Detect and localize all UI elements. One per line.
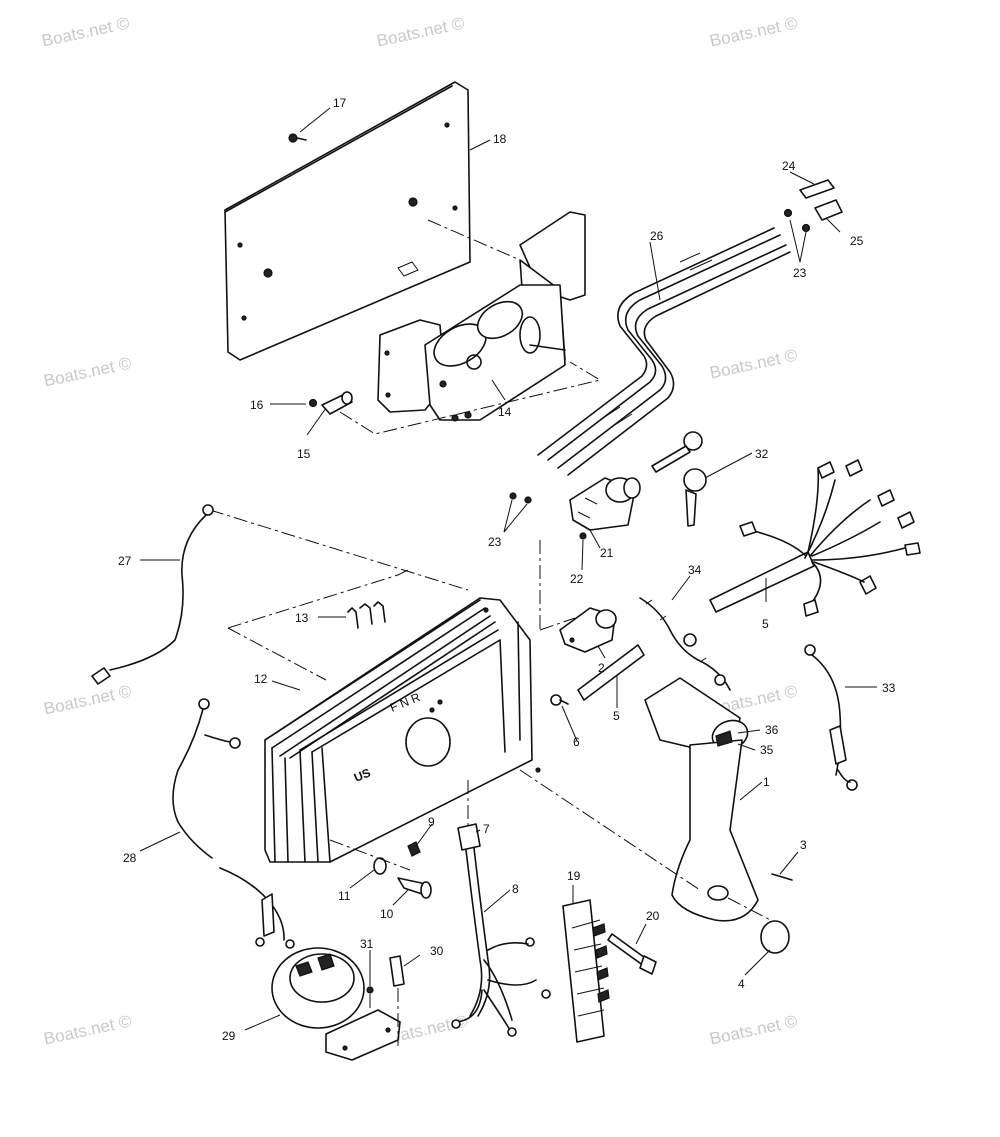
grommet-7 [457,823,481,851]
callout-36: 36 [765,723,779,737]
callout-9: 9 [428,815,435,829]
callout-29: 29 [222,1029,236,1043]
callout-28: 28 [123,851,137,865]
callout-30: 30 [430,944,444,958]
callout-22: 22 [570,572,584,586]
callout-4: 4 [738,977,745,991]
wire-harness [709,459,921,617]
callout-3: 3 [800,838,807,852]
clips-23-top [783,208,811,233]
callout-12: 12 [254,672,268,686]
terminal-block-19 [562,899,610,1043]
callout-33: 33 [882,681,896,695]
callout-13: 13 [295,611,309,625]
cable-end-24 [799,179,835,199]
callout-24: 24 [782,159,796,173]
neutral-safety-switch [559,607,617,653]
screw-20 [607,933,657,975]
callout-15: 15 [297,447,311,461]
horn-29 [271,947,401,1061]
cap-4 [760,920,790,954]
callout-31: 31 [360,937,374,951]
wire-33 [804,644,858,791]
callout-25: 25 [850,234,864,248]
callout-7: 7 [483,822,490,836]
control-mechanism [377,211,586,422]
callout-1: 1 [763,775,770,789]
spacer-15 [321,391,353,415]
lanyard-chain [639,597,731,691]
callout-labels: 17 18 24 25 26 23 16 15 14 32 23 21 22 2… [118,96,896,1043]
callout-19: 19 [567,869,581,883]
callout-26: 26 [650,229,664,243]
callout-16: 16 [250,398,264,412]
callout-32: 32 [755,447,769,461]
callout-23-top: 23 [793,266,807,280]
wire-27 [91,504,214,685]
ignition-switch [569,477,641,540]
callout-6: 6 [573,735,580,749]
screw-17 [288,133,307,143]
remote-control-housing: US F N R [264,597,541,863]
keys [651,431,707,527]
callout-10: 10 [380,907,394,921]
callout-21: 21 [600,546,614,560]
callout-18: 18 [493,132,507,146]
callout-11: 11 [338,889,351,903]
control-handle [644,677,759,922]
screw-9 [407,841,421,857]
bolt-10 [397,877,432,899]
callout-27: 27 [118,554,132,568]
callout-8: 8 [512,882,519,896]
shift-cables [537,227,791,476]
pin-3 [771,873,793,881]
housing-model-text: US [352,766,373,785]
washer-6 [550,694,569,706]
screw-30 [389,955,405,987]
nut-31 [366,986,374,994]
callout-20: 20 [646,909,660,923]
washer-11 [373,857,387,875]
callout-34: 34 [688,563,702,577]
nut-16 [308,398,318,408]
callout-5-lower: 5 [613,709,620,723]
clip-13 [347,601,386,629]
harness-8 [451,847,551,1037]
callout-17: 17 [333,96,347,110]
mounting-panel [224,81,471,361]
callout-14: 14 [498,405,512,419]
callout-23-mid: 23 [488,535,502,549]
clips-23-mid [509,492,532,504]
tube-5 [577,644,645,701]
callout-35: 35 [760,743,774,757]
callout-5-right: 5 [762,617,769,631]
cable-end-25 [814,199,843,221]
wire-28 [172,698,295,949]
callout-2: 2 [598,661,605,675]
